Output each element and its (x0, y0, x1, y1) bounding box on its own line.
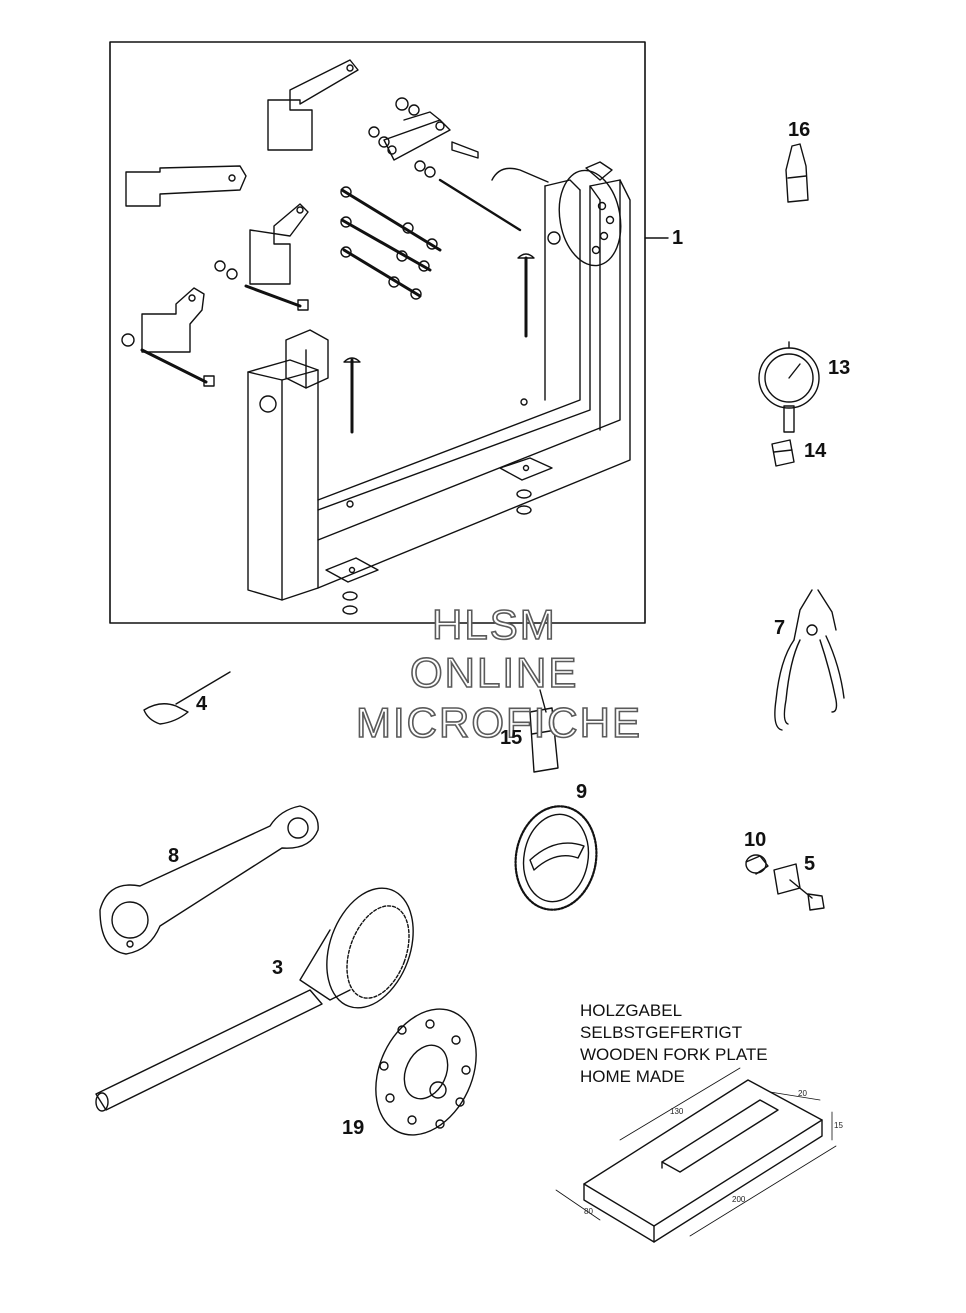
threaded-rods (340, 178, 522, 300)
index-disc (491, 161, 622, 267)
callout-4: 4 (196, 693, 208, 715)
note-line-4: HOME MADE (580, 1067, 685, 1086)
callout-1: 1 (672, 227, 684, 249)
callout-14: 14 (804, 440, 827, 462)
callout-7: 7 (774, 617, 786, 639)
kit-frame (109, 41, 646, 624)
dim-height: 15 (834, 1121, 843, 1130)
callout-16: 16 (788, 119, 811, 141)
bracket-left (125, 165, 247, 207)
watermark-line-1: HLSM (431, 601, 557, 648)
wooden-fork-plate (555, 1067, 837, 1243)
note-line-2: SELBSTGEFERTIGT (580, 1023, 743, 1042)
callout-9: 9 (576, 781, 588, 803)
callout-10: 10 (744, 829, 767, 851)
dim-length-bottom: 200 (732, 1195, 746, 1204)
adapter-5 (773, 863, 825, 911)
callout-19: 19 (342, 1117, 365, 1139)
bracket-middle (249, 203, 309, 285)
callout-3: 3 (272, 957, 284, 979)
sleeve-10 (745, 854, 769, 875)
foot-plate-left (325, 557, 379, 615)
callout-13: 13 (828, 357, 851, 379)
sealant-bottle-16 (785, 143, 809, 203)
dim-length-top: 130 (670, 1107, 684, 1116)
dim-width-right: 20 (798, 1089, 807, 1098)
toothed-disc-9 (514, 805, 598, 911)
gauge-adapter-14 (771, 439, 795, 467)
bracket-top (267, 59, 359, 151)
foot-plate-right (499, 457, 553, 515)
watermark-line-3: MICROFICHE (355, 699, 642, 746)
flange-19 (375, 1008, 477, 1136)
dim-width-front: 80 (584, 1207, 593, 1216)
holding-tool-3 (95, 887, 414, 1112)
adhesive-15 (529, 689, 559, 773)
fork-stand-frame (247, 179, 631, 601)
wooden-fork-note: HOLZGABEL SELBSTGEFERTIGT WOODEN FORK PL… (580, 1000, 768, 1088)
watermark-line-2: ONLINE (409, 649, 579, 696)
note-line-3: WOODEN FORK PLATE (580, 1045, 768, 1064)
link-plates (368, 97, 479, 178)
callout-5: 5 (804, 853, 816, 875)
loose-bolts (121, 253, 535, 434)
wrench-8 (99, 805, 319, 955)
callout-8: 8 (168, 845, 180, 867)
bracket-lower (141, 287, 205, 353)
dimension-labels: 130 20 15 200 80 (584, 1089, 843, 1216)
tool-4 (143, 671, 231, 725)
callout-15: 15 (500, 727, 523, 749)
circlip-pliers-7 (774, 589, 845, 731)
dial-gauge-13 (758, 341, 820, 433)
note-line-1: HOLZGABEL (580, 1001, 683, 1020)
